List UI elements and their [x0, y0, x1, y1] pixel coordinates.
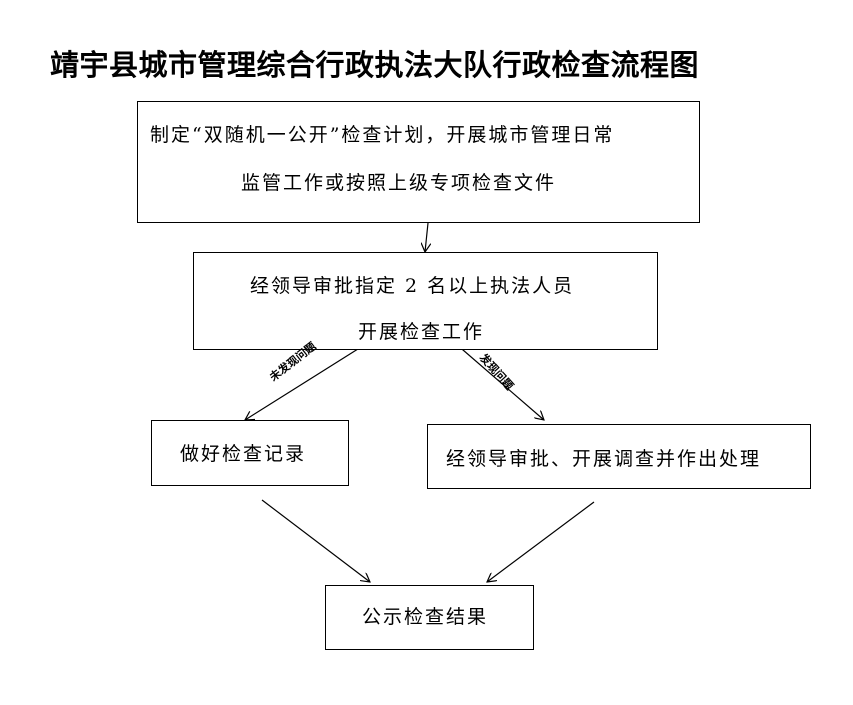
- node-publish-label: 公示检查结果: [362, 606, 489, 628]
- arrow-handle-to-publish: [487, 501, 595, 582]
- arrow-assign-to-record: [245, 336, 378, 420]
- node-record: 做好检查记录: [151, 420, 349, 486]
- node-publish: 公示检查结果: [325, 585, 534, 650]
- arrow-record-to-publish: [261, 499, 370, 582]
- node-plan-line2: 监管工作或按照上级专项检查文件: [241, 172, 557, 194]
- arrow-assign-to-handle: [447, 336, 544, 420]
- node-assign-line2: 开展检查工作: [358, 321, 485, 343]
- node-handle-label: 经领导审批、开展调查并作出处理: [446, 448, 762, 470]
- node-record-label: 做好检查记录: [180, 443, 307, 465]
- node-plan-line1: 制定“双随机一公开”检查计划，开展城市管理日常: [150, 124, 615, 146]
- node-assign-line1: 经领导审批指定 2 名以上执法人员: [250, 275, 575, 297]
- node-plan: 制定“双随机一公开”检查计划，开展城市管理日常 监管工作或按照上级专项检查文件: [137, 101, 700, 223]
- node-handle: 经领导审批、开展调查并作出处理: [427, 424, 811, 489]
- arrow-plan-to-assign: [425, 222, 428, 252]
- node-assign: 经领导审批指定 2 名以上执法人员 开展检查工作: [193, 252, 658, 350]
- page-title: 靖宇县城市管理综合行政执法大队行政检查流程图: [50, 48, 700, 82]
